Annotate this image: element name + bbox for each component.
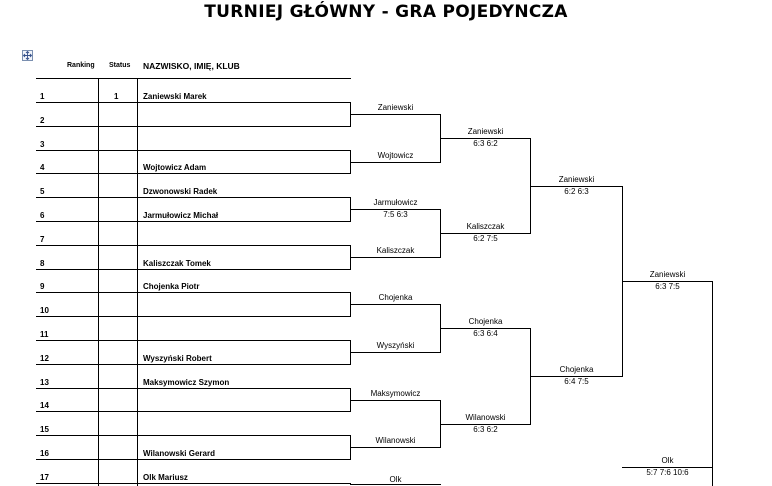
round2-winner-name: Maksymowicz [370,389,421,398]
player-name: Maksymowicz Szymon [143,378,230,387]
table-row: 4 Wojtowicz Adam [36,150,351,174]
seed-number: 13 [40,378,49,387]
header-underline [36,78,351,79]
round2-line [350,447,441,448]
table-row: 9 Chojenka Piotr [36,269,351,293]
round5-score: 5:7 7:6 10:6 [646,468,689,477]
round2-winner-name: Chojenka [378,293,413,302]
table-row: 5 Dzwonowski Radek [36,174,351,198]
seed-number: 9 [40,282,45,291]
round3-line [440,138,531,139]
round5-score: 6:3 7:5 [655,282,680,291]
seed-number: 12 [40,354,49,363]
seed-number: 7 [40,235,45,244]
round2-line [350,352,441,353]
player-name: Jarmułowicz Michał [143,211,219,220]
table-row: 15 [36,412,351,436]
player-name: Wojtowicz Adam [143,163,207,172]
round4-score: 6:2 6:3 [564,187,589,196]
round3-winner-name: Zaniewski [467,127,504,136]
round3-line [440,233,531,234]
status-header: Status [109,62,131,69]
round2-line [350,400,441,401]
player-name: Dzwonowski Radek [143,187,218,196]
player-name: Wilanowski Gerard [143,449,215,458]
round3-score: 6:2 7:5 [473,234,498,243]
round3-score: 6:3 6:2 [473,139,498,148]
table-row: 6 Jarmułowicz Michał [36,198,351,222]
seed-number: 16 [40,449,49,458]
round2-line [350,114,441,115]
seed-number: 5 [40,187,45,196]
round2-winner-name: Zaniewski [377,103,414,112]
table-row: 8 Kaliszczak Tomek [36,246,351,270]
seed-number: 4 [40,163,45,172]
ranking-header: Ranking [67,62,95,69]
seed-number: 8 [40,259,45,268]
table-row: 17 Olk Mariusz [36,460,351,484]
seed-number: 11 [40,330,49,339]
column-divider [98,78,99,486]
seed-number: 15 [40,425,49,434]
player-name: Olk Mariusz [143,473,188,482]
round3-line [440,328,531,329]
column-divider [137,78,138,486]
round2-line [350,257,441,258]
round3-line [440,424,531,425]
player-name: Chojenka Piotr [143,282,200,291]
round2-score: 7:5 6:3 [383,210,408,219]
seed-number: 14 [40,401,49,410]
page-title: TURNIEJ GŁÓWNY - GRA POJEDYNCZA [204,2,568,22]
round3-winner-name: Kaliszczak [466,222,505,231]
seed-number: 17 [40,473,49,482]
round5-winner-name: Zaniewski [649,270,686,279]
round4-line [530,186,623,187]
bracket-connector [712,281,713,486]
round4-line [530,376,623,377]
round4-winner-name: Chojenka [559,365,594,374]
round2-winner-name: Olk [389,475,402,484]
table-row: 11 [36,317,351,341]
round4-score: 6:4 7:5 [564,377,589,386]
player-name: Kaliszczak Tomek [143,259,211,268]
table-row: 12 Wyszyński Robert [36,341,351,365]
name-header: NAZWISKO, IMIĘ, KLUB [143,61,240,71]
round3-winner-name: Wilanowski [465,413,506,422]
round5-winner-name: Olk [661,456,674,465]
round3-winner-name: Chojenka [468,317,503,326]
table-row: 14 [36,388,351,412]
status-value: 1 [114,92,119,101]
seed-number: 2 [40,116,45,125]
round2-line [350,162,441,163]
move-icon [23,51,32,60]
seed-number: 3 [40,140,45,149]
round2-winner-name: Wilanowski [375,436,416,445]
round5-line [622,467,713,468]
round3-score: 6:3 6:2 [473,425,498,434]
table-row: 7 [36,222,351,246]
round5-line [622,281,713,282]
table-row: 1 1 Zaniewski Marek [36,79,351,103]
round2-winner-name: Wyszyński [376,341,415,350]
table-move-handle[interactable] [22,50,33,61]
player-name: Zaniewski Marek [143,92,207,101]
round2-line [350,484,441,485]
seed-number: 1 [40,92,45,101]
player-name: Wyszyński Robert [143,354,212,363]
table-row: 10 [36,293,351,317]
round2-line [350,304,441,305]
table-row: 2 [36,103,351,127]
seed-number: 10 [40,306,49,315]
table-row: 3 [36,127,351,151]
round2-line [350,209,441,210]
round4-winner-name: Zaniewski [558,175,595,184]
table-row: 16 Wilanowski Gerard [36,436,351,460]
round2-winner-name: Kaliszczak [376,246,415,255]
round2-winner-name: Wojtowicz [377,151,414,160]
round2-winner-name: Jarmułowicz [373,198,418,207]
table-row: 13 Maksymowicz Szymon [36,365,351,389]
round3-score: 6:3 6:4 [473,329,498,338]
seed-number: 6 [40,211,45,220]
